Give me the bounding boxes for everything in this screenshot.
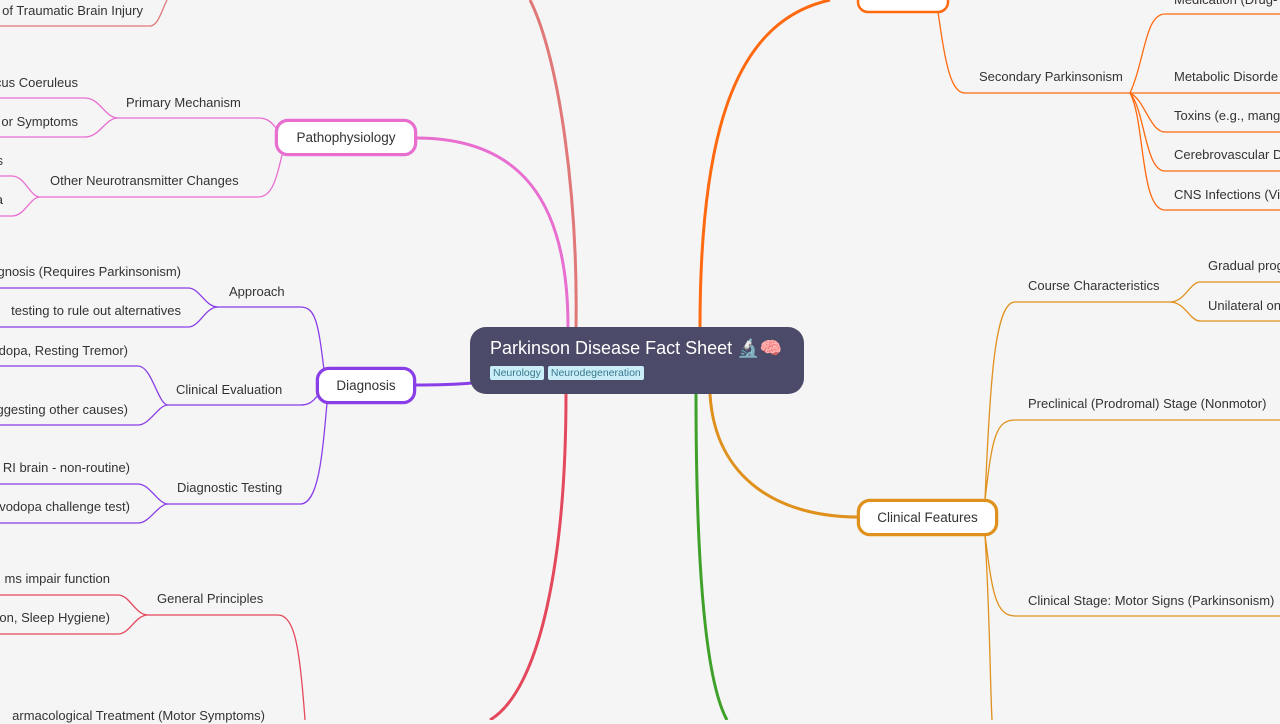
leaf-node[interactable]: ggesting other causes) — [0, 402, 128, 417]
node-diagnosis[interactable]: Diagnosis — [317, 368, 415, 403]
root-node[interactable]: Parkinson Disease Fact Sheet 🔬🧠 Neurolog… — [470, 327, 804, 394]
leaf-node[interactable]: or Symptoms — [1, 114, 78, 129]
microscope-brain-emoji: 🔬🧠 — [737, 338, 782, 358]
node-course-characteristics[interactable]: Course Characteristics — [1028, 278, 1160, 293]
tag-neurodegeneration: Neurodegeneration — [547, 366, 644, 380]
node-other-neurotransmitter-changes[interactable]: Other Neurotransmitter Changes — [50, 173, 239, 188]
node-approach[interactable]: Approach — [229, 284, 285, 299]
leaf-node[interactable]: Medication (Drug- — [1174, 0, 1277, 8]
branch-diagnosis — [414, 381, 473, 387]
leaf-node[interactable]: ms impair function — [4, 571, 110, 586]
leaf-node[interactable]: cus Coeruleus — [0, 75, 78, 90]
node-risk-leaf[interactable]: of Traumatic Brain Injury — [2, 3, 143, 18]
leaf-node[interactable]: Toxins (e.g., mang — [1174, 108, 1280, 123]
leaf-node[interactable]: on, Sleep Hygiene) — [0, 610, 110, 625]
node-clinical-stage[interactable]: Clinical Stage: Motor Signs (Parkinsonis… — [1028, 593, 1275, 608]
node-pathophysiology[interactable]: Pathophysiology — [276, 120, 416, 155]
branch-etiology — [698, 0, 831, 328]
branch-other — [694, 393, 729, 720]
tag-neurology: Neurology — [490, 366, 544, 380]
leaf-node[interactable]: a — [0, 192, 3, 208]
leaf-node[interactable]: testing to rule out alternatives — [11, 303, 181, 318]
node-secondary-parkinsonism[interactable]: Secondary Parkinsonism — [979, 69, 1123, 84]
node-general-principles[interactable]: General Principles — [157, 591, 264, 606]
node-clinical-features[interactable]: Clinical Features — [858, 500, 997, 535]
node-clinical-evaluation[interactable]: Clinical Evaluation — [176, 382, 283, 397]
branch-risk — [528, 0, 578, 328]
leaf-node[interactable]: vodopa challenge test) — [0, 499, 130, 514]
leaf-node[interactable]: Gradual prog — [1208, 258, 1280, 273]
leaf-node[interactable]: gnosis (Requires Parkinsonism) — [0, 264, 181, 279]
leaf-node[interactable]: Metabolic Disorde — [1174, 69, 1279, 84]
branch-clinical-features — [708, 393, 859, 519]
node-primary-mechanism[interactable]: Primary Mechanism — [126, 95, 241, 110]
node-preclinical-stage[interactable]: Preclinical (Prodromal) Stage (Nonmotor) — [1028, 396, 1267, 411]
root-title: Parkinson Disease Fact Sheet — [490, 338, 733, 358]
leaf-node[interactable]: dopa, Resting Tremor) — [0, 343, 128, 358]
leaf-node[interactable]: RI brain - non-routine) — [2, 460, 130, 475]
leaf-node[interactable]: s — [0, 153, 3, 169]
node-pharmacological-treatment[interactable]: armacological Treatment (Motor Symptoms) — [12, 708, 265, 723]
node-diagnostic-testing[interactable]: Diagnostic Testing — [177, 480, 283, 495]
leaf-node[interactable]: Unilateral on — [1208, 298, 1280, 313]
leaf-node[interactable]: CNS Infections (Vi — [1174, 187, 1280, 202]
leaf-node[interactable]: Cerebrovascular D — [1174, 147, 1280, 162]
branch-pathophysiology — [415, 136, 570, 328]
branch-treatment — [489, 393, 568, 720]
